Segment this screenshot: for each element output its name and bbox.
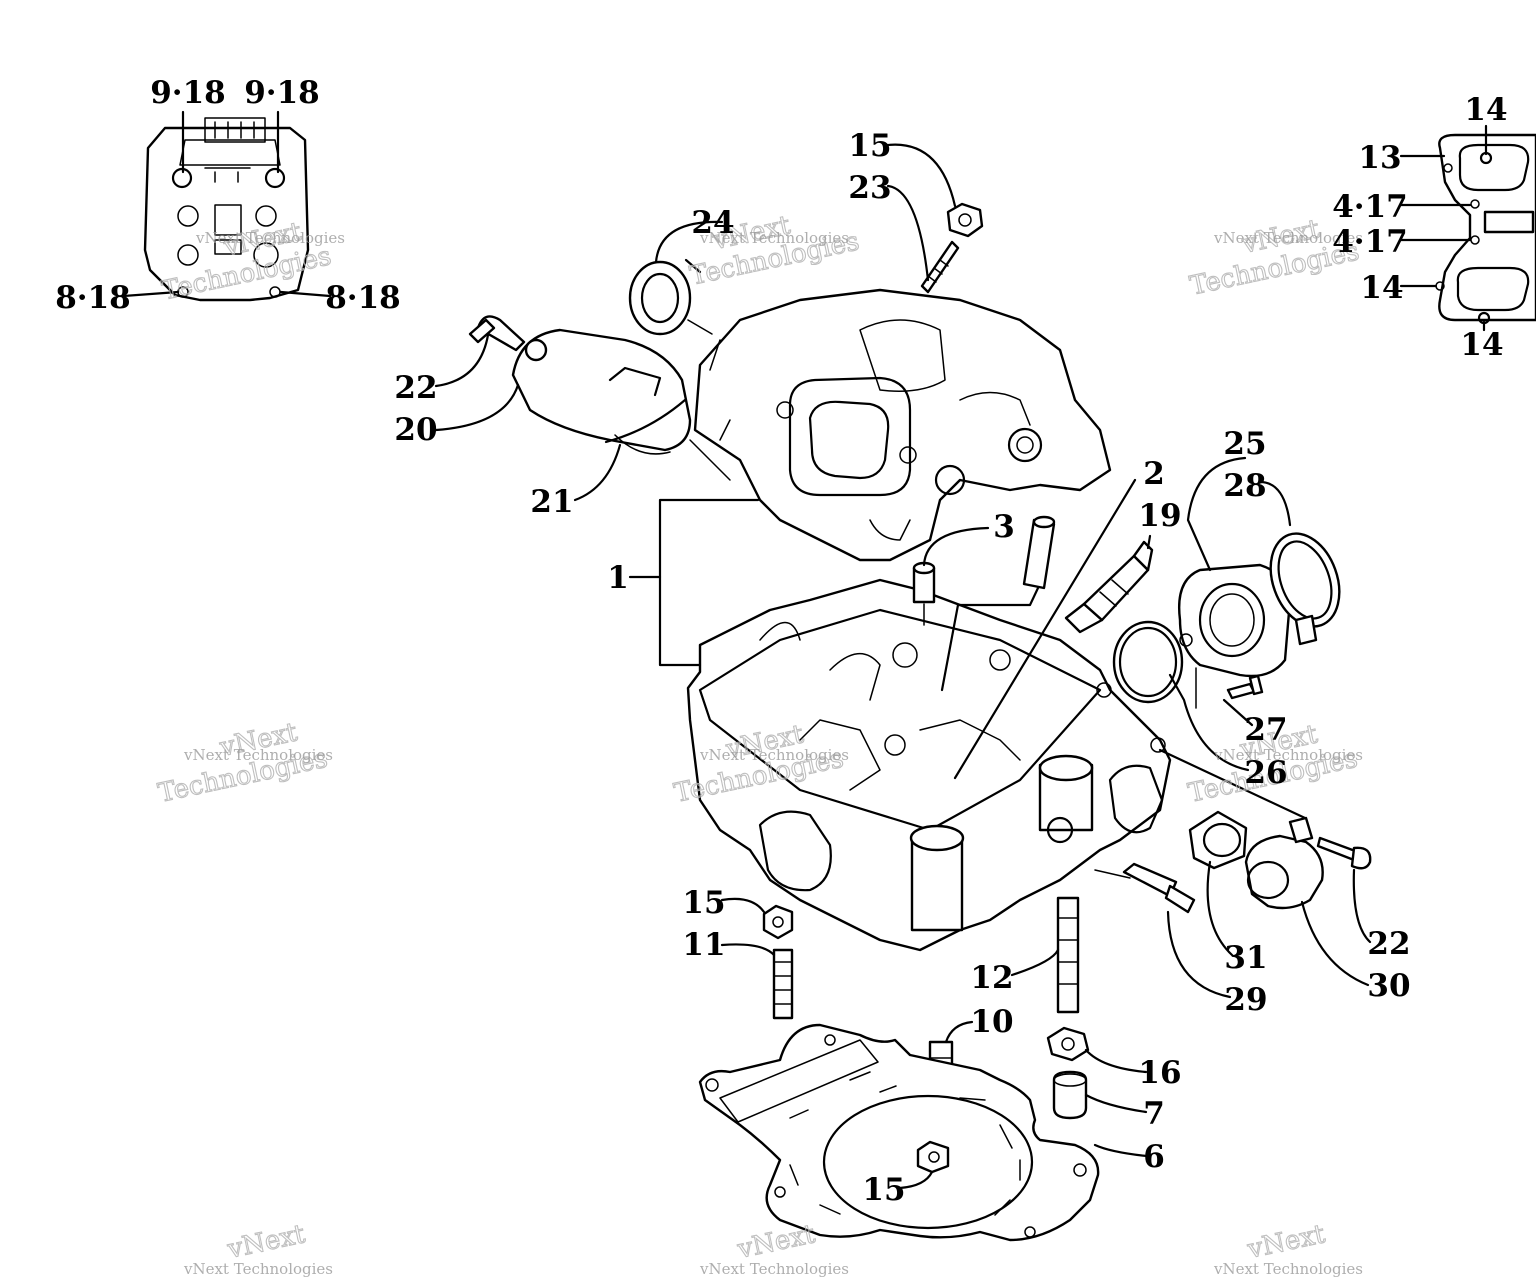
watermark-text: vNext Technologies <box>699 1260 849 1278</box>
callout-31: 31 <box>1224 940 1267 976</box>
intake-joint <box>1112 456 1341 772</box>
callout-13: 13 <box>1358 140 1401 176</box>
callout-1: 1 <box>607 560 629 596</box>
head-top-view-inset <box>122 110 332 302</box>
thermostat-assembly <box>1094 748 1372 999</box>
side-cover <box>434 315 731 502</box>
watermark-text: vNext <box>224 1219 308 1265</box>
spark-plug <box>1064 534 1154 634</box>
callout-10: 10 <box>970 1004 1013 1040</box>
callouts: 9·18 9·18 8·18 8·18 14 13 4·17 4·17 14 1… <box>55 75 1507 1208</box>
watermark-text: vNext Technologies <box>1213 746 1363 764</box>
callout-4-17: 4·17 <box>1332 189 1408 225</box>
callout-2: 2 <box>1143 456 1165 492</box>
top-nut-stud <box>886 143 984 294</box>
callout-27: 27 <box>1244 712 1287 748</box>
manifold-inset <box>1399 124 1536 332</box>
dowel-pin <box>912 526 990 626</box>
valve-guide <box>940 478 1137 780</box>
callout-20: 20 <box>394 412 437 448</box>
callout-14: 14 <box>1464 92 1507 128</box>
callout-30: 30 <box>1367 968 1410 1004</box>
head-cover-assembly <box>693 288 1112 562</box>
watermark-text: vNext Technologies <box>1213 1260 1363 1278</box>
watermark-text: vNext Technologies <box>195 229 345 247</box>
watermark-text: vNext Technologies <box>1213 229 1363 247</box>
watermark-text: vNext Technologies <box>183 746 333 764</box>
callout-14: 14 <box>1360 270 1403 306</box>
callout-15: 15 <box>682 885 725 921</box>
callout-9-18: 9·18 <box>244 75 320 111</box>
callout-19: 19 <box>1138 498 1181 534</box>
callout-15: 15 <box>848 128 891 164</box>
callout-12: 12 <box>970 960 1013 996</box>
head-gasket <box>698 1023 1148 1242</box>
watermark-text: vNext Technologies <box>699 746 849 764</box>
callout-15: 15 <box>862 1172 905 1208</box>
callout-24: 24 <box>691 205 734 241</box>
watermark-text: vNext Technologies <box>183 1260 333 1278</box>
callout-4-17: 4·17 <box>1332 224 1408 260</box>
callout-22: 22 <box>1367 926 1410 962</box>
callout-23: 23 <box>848 170 891 206</box>
callout-14: 14 <box>1460 327 1503 363</box>
watermark-text: vNext Technologies <box>699 229 849 247</box>
callout-16: 16 <box>1138 1055 1181 1091</box>
callout-3: 3 <box>993 509 1015 545</box>
watermark-text: vNext <box>1244 1219 1328 1265</box>
callout-25: 25 <box>1223 426 1266 462</box>
cylinder-head <box>686 578 1172 952</box>
watermark-text: vNext <box>734 1219 818 1265</box>
callout-21: 21 <box>530 484 573 520</box>
callout-7: 7 <box>1143 1096 1165 1132</box>
callout-28: 28 <box>1223 468 1266 504</box>
callout-8-18: 8·18 <box>55 280 131 316</box>
callout-29: 29 <box>1224 982 1267 1018</box>
seal-ring <box>628 220 724 336</box>
callout-26: 26 <box>1244 755 1287 791</box>
callout-11: 11 <box>682 927 725 963</box>
callout-22: 22 <box>394 370 437 406</box>
callout-8-18: 8·18 <box>325 280 401 316</box>
callout-9-18: 9·18 <box>150 75 226 111</box>
callout-6: 6 <box>1143 1139 1165 1175</box>
